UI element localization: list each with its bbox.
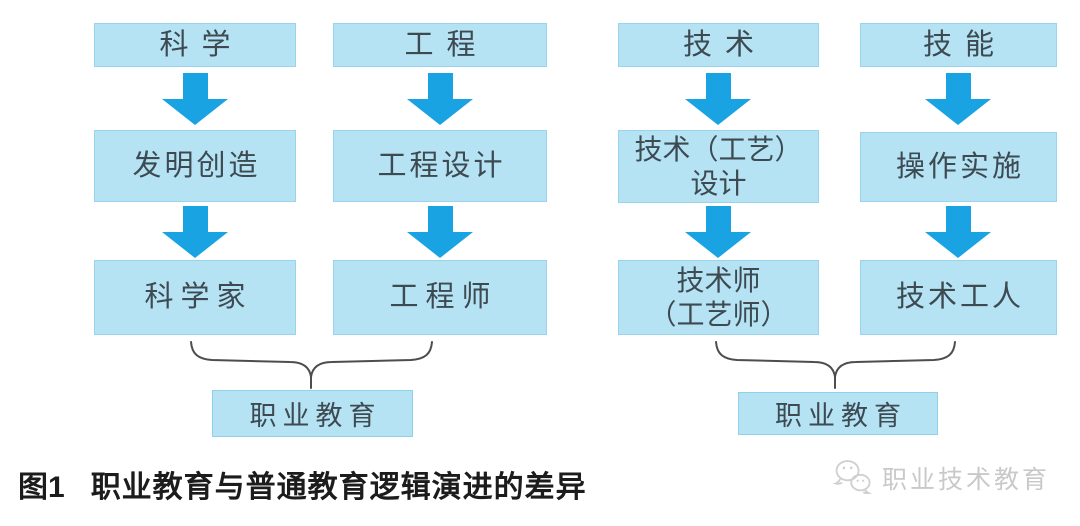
arrow-head — [407, 99, 473, 125]
box-science: 科学 — [94, 23, 296, 67]
arrow-head — [162, 232, 228, 258]
arrow-stem — [945, 206, 971, 232]
arrow-stem — [182, 73, 208, 99]
box-skill-label: 技能 — [922, 28, 1007, 61]
group-box-left-label: 职业教育 — [249, 401, 382, 431]
box-technician: 技术师 （工艺师） — [618, 260, 819, 335]
box-technician-line1: 技术师 — [676, 265, 761, 297]
down-arrow-icon — [925, 206, 991, 258]
box-scientist: 科学家 — [94, 260, 296, 335]
box-engineer: 工程师 — [333, 260, 547, 335]
box-technology-craft-design: 技术（工艺） 设计 — [618, 130, 819, 203]
box-technician-line2: （工艺师） — [648, 298, 789, 330]
down-arrow-icon — [685, 73, 751, 125]
box-technology-craft-design-line1: 技术（工艺） — [634, 134, 803, 166]
box-skill: 技能 — [860, 23, 1057, 67]
box-engineer-label: 工程师 — [389, 281, 498, 314]
brace-left — [190, 341, 433, 389]
arrow-head — [925, 99, 991, 125]
watermark-label: 职业技术教育 — [882, 466, 1051, 494]
arrow-head — [162, 99, 228, 125]
arrow-head — [925, 232, 991, 258]
down-arrow-icon — [685, 206, 751, 258]
box-invention-creation-label: 发明创造 — [132, 149, 261, 182]
box-invention-creation: 发明创造 — [94, 130, 296, 202]
box-science-label: 科学 — [159, 28, 244, 61]
group-box-vocational-education-left: 职业教育 — [212, 390, 413, 437]
box-technology-craft-design-line2: 设计 — [690, 167, 747, 199]
arrow-head — [685, 232, 751, 258]
brace-right — [715, 341, 956, 389]
down-arrow-icon — [407, 206, 473, 258]
box-engineering-design: 工程设计 — [333, 130, 547, 202]
arrow-stem — [427, 206, 453, 232]
box-operation-implementation: 操作实施 — [860, 132, 1057, 202]
figure-title: 职业教育与普通教育逻辑演进的差异 — [90, 471, 587, 504]
box-technology: 技术 — [618, 23, 819, 67]
arrow-stem — [705, 73, 731, 99]
watermark: 职业技术教育 — [832, 456, 1050, 500]
group-box-right-label: 职业教育 — [775, 401, 907, 431]
arrow-stem — [945, 73, 971, 99]
box-scientist-label: 科学家 — [144, 281, 253, 314]
arrow-head — [407, 232, 473, 258]
box-engineering-label: 工程 — [404, 28, 489, 61]
box-technology-label: 技术 — [682, 28, 767, 61]
figure-number: 图1 — [18, 471, 65, 504]
down-arrow-icon — [407, 73, 473, 125]
down-arrow-icon — [925, 73, 991, 125]
group-box-vocational-education-right: 职业教育 — [738, 392, 938, 435]
box-skilled-worker-label: 技术工人 — [895, 281, 1024, 314]
box-engineering-design-label: 工程设计 — [377, 149, 506, 182]
box-skilled-worker: 技术工人 — [860, 260, 1057, 335]
arrow-stem — [182, 206, 208, 232]
box-operation-implementation-label: 操作实施 — [895, 150, 1024, 183]
down-arrow-icon — [162, 206, 228, 258]
arrow-head — [685, 99, 751, 125]
figure-caption: 图1 职业教育与普通教育逻辑演进的差异 — [18, 462, 587, 506]
arrow-stem — [427, 73, 453, 99]
down-arrow-icon — [162, 73, 228, 125]
arrow-stem — [705, 206, 731, 232]
wechat-icon — [832, 460, 873, 495]
box-engineering: 工程 — [333, 23, 547, 67]
